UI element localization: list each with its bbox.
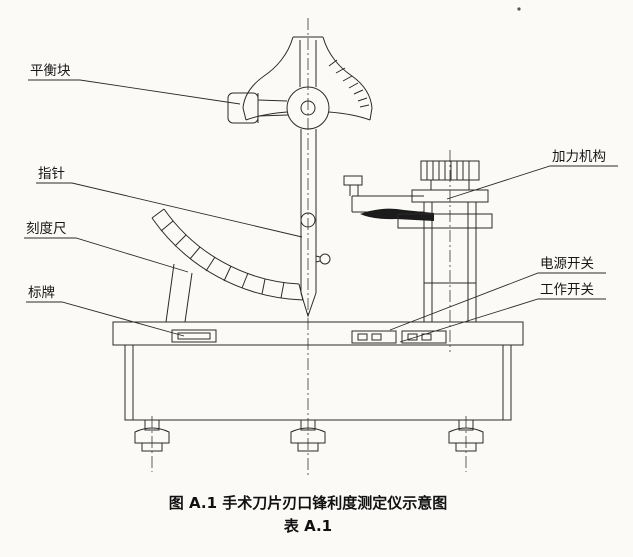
- clamp-screw-head: [343, 175, 363, 186]
- leader-work-switch: [399, 298, 606, 343]
- label-scale-ruler: 刻度尺: [26, 221, 67, 237]
- pointer-pivot: [300, 212, 316, 228]
- centerlines: [151, 18, 467, 478]
- blade-tip: [300, 292, 317, 318]
- leader-pointer: [36, 182, 303, 238]
- pendulum-arm: [300, 129, 331, 318]
- foot-left: [134, 419, 170, 452]
- label-force-mechanism: 加力机构: [552, 149, 606, 165]
- work-switch-control: [401, 330, 447, 344]
- scale-support: [165, 263, 193, 323]
- foot-center: [290, 419, 326, 452]
- leader-lines: [24, 79, 618, 343]
- figure-caption: 图 A.1 手术刀片刃口锋利度测定仪示意图: [169, 494, 447, 512]
- base: [112, 321, 524, 421]
- part-labels: 平衡块 指针 刻度尺 标牌 加力机构 电源开关 工作开关: [26, 63, 606, 301]
- pendulum-sector: [242, 36, 373, 121]
- label-nameplate: 标牌: [28, 284, 55, 301]
- blade-sample: [360, 208, 434, 221]
- nameplate-plate: [171, 329, 217, 343]
- knurl-lines: [426, 161, 470, 180]
- sector-graduation-ticks: [328, 59, 370, 108]
- leader-force-mechanism: [446, 165, 618, 200]
- balance-weight: [227, 92, 289, 124]
- label-power-switch: 电源开关: [540, 256, 594, 272]
- foot-right: [448, 419, 484, 452]
- table-caption: 表 A.1: [284, 517, 332, 535]
- scale-ticks: [160, 220, 285, 299]
- knurled-knob: [420, 160, 480, 181]
- leader-scale-ruler: [24, 237, 189, 273]
- force-mechanism: [343, 160, 493, 323]
- leader-balance-weight: [28, 79, 241, 105]
- label-work-switch: 工作开关: [540, 282, 594, 298]
- leader-nameplate: [26, 301, 185, 337]
- label-pointer: 指针: [38, 166, 65, 182]
- pivot-hub: [286, 86, 330, 130]
- arm-knob: [315, 253, 331, 265]
- power-switch-control: [351, 330, 397, 344]
- base-box: [124, 344, 512, 421]
- leader-power-switch: [389, 272, 606, 331]
- bracket-plate: [397, 213, 493, 229]
- scale-ruler: [151, 208, 304, 323]
- label-balance-weight: 平衡块: [30, 63, 71, 79]
- scan-speck: [517, 7, 521, 11]
- feet: [134, 419, 484, 452]
- captions: 图 A.1 手术刀片刃口锋利度测定仪示意图 表 A.1: [169, 494, 447, 535]
